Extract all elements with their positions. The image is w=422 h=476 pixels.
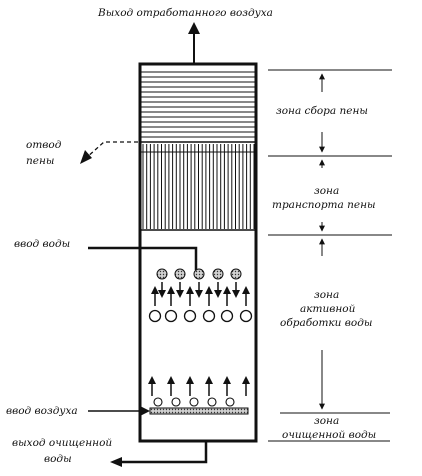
water-nozzle — [193, 268, 205, 280]
label-foam-out-1: отвод — [26, 139, 62, 151]
bubble-up-arrow — [205, 286, 213, 294]
air-bubble — [164, 309, 178, 323]
bubble-up-arrow — [167, 376, 175, 384]
active-zone-flows — [148, 282, 253, 323]
bubble-up-arrow — [242, 376, 250, 384]
water-down-arrow — [195, 290, 203, 298]
zone-dimensions — [268, 69, 392, 442]
air-bubble — [239, 309, 253, 323]
water-down-arrow — [176, 290, 184, 298]
air-bubble — [183, 309, 197, 323]
water-nozzle — [230, 268, 242, 280]
bubble-up-arrow — [186, 376, 194, 384]
water-nozzle — [156, 268, 168, 280]
zone-foam-collection-line-1: зона сбора пены — [276, 105, 368, 117]
water-down-arrow — [214, 290, 222, 298]
air-bubble — [220, 309, 234, 323]
air-bubble — [207, 397, 217, 407]
air-bubble — [225, 397, 235, 407]
zone-active-line-2: активной — [300, 303, 356, 315]
label-air-exit: Выход отработанного воздуха — [97, 7, 273, 19]
foam-outlet-arrow — [80, 141, 138, 164]
water-distributor-nozzles — [156, 268, 242, 280]
foam-collection-lines — [141, 71, 255, 138]
air-bubble — [189, 397, 199, 407]
zone-foam-transport-line-2: транспорта пены — [272, 199, 376, 211]
air-bubble — [148, 309, 162, 323]
air-inlet-arrow — [88, 406, 150, 416]
bubble-up-arrow — [151, 286, 159, 294]
bubble-up-arrow — [223, 286, 231, 294]
zone-clean-line-1: зона — [314, 415, 339, 427]
exhaust-air-arrow — [188, 22, 200, 64]
zone-active-line-3: обработки воды — [280, 317, 372, 329]
zone-clean-line-2: очищенной воды — [282, 429, 376, 441]
bubble-up-arrow — [167, 286, 175, 294]
air-bubble — [153, 397, 163, 407]
label-foam-out-2: пены — [26, 155, 54, 167]
water-down-arrow — [232, 290, 240, 298]
label-water-in: ввод воды — [14, 238, 70, 250]
label-air-in: ввод воздуха — [6, 405, 78, 417]
zone-active-line-1: зона — [314, 289, 339, 301]
bubble-up-arrow — [148, 376, 156, 384]
bubble-up-arrow — [223, 376, 231, 384]
air-bubble — [202, 309, 216, 323]
bubble-up-arrow — [205, 376, 213, 384]
water-inlet-pipe — [88, 246, 198, 270]
foam-transport-lines — [142, 144, 255, 229]
air-bubble — [171, 397, 181, 407]
column-vessel — [138, 62, 258, 443]
water-nozzle — [212, 268, 224, 280]
air-diffuser — [149, 407, 249, 415]
treated-water-outlet — [110, 441, 208, 467]
bubble-up-arrow — [242, 286, 250, 294]
label-clean-out-2: воды — [44, 453, 72, 465]
zone-foam-transport-line-1: зона — [314, 185, 339, 197]
water-down-arrow — [158, 290, 166, 298]
bubble-up-arrow — [186, 286, 194, 294]
label-clean-out-1: выход очищенной — [12, 437, 112, 449]
water-nozzle — [174, 268, 186, 280]
aeration-flows — [148, 376, 250, 407]
